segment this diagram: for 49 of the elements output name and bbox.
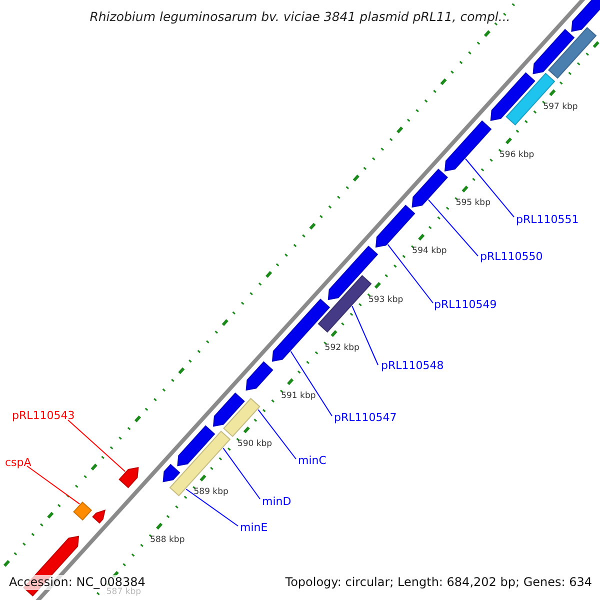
leader-line	[428, 199, 478, 256]
scale-label: 588 kbp	[150, 535, 185, 546]
leader-line	[290, 350, 332, 416]
gene-bar	[169, 430, 231, 496]
gene-label: cspA	[5, 456, 32, 469]
gene-label: pRL110549	[434, 298, 497, 311]
gene-marker	[118, 466, 139, 488]
gene-label: minC	[298, 454, 326, 467]
leader-line	[26, 466, 80, 504]
scale-label: 593 kbp	[368, 294, 404, 304]
scale-label: 591 kbp	[281, 390, 316, 401]
accession-text: Accession: NC_008384	[9, 575, 146, 590]
gene-label: pRL110548	[381, 359, 444, 372]
map-title: Rhizobium leguminosarum bv. viciae 3841 plasmid pRL11, compl...	[88, 9, 512, 24]
leader-line	[68, 420, 126, 472]
scale-label: 590 kbp	[237, 439, 272, 449]
leader-line	[258, 409, 296, 460]
gene-marker	[532, 28, 575, 74]
summary-text: Topology: circular; Length: 684,202 bp; Genes: 634	[285, 575, 592, 590]
scale-label: 595 kbp	[456, 198, 490, 208]
gene-marker	[444, 120, 492, 172]
gene-label: pRL110550	[480, 250, 543, 263]
gene-label: pRL110547	[334, 411, 397, 424]
leader-line	[465, 158, 514, 218]
gene-bar	[73, 502, 92, 521]
gene-label: pRL110543	[12, 409, 75, 422]
gene-label: pRL110551	[516, 213, 579, 226]
gene-marker	[177, 425, 216, 466]
leader-line	[387, 244, 434, 304]
gene-bar	[222, 398, 260, 438]
gene-marker	[92, 509, 106, 524]
leader-line	[186, 488, 238, 526]
gene-label: minD	[262, 495, 292, 508]
scale-label: 594 kbp	[412, 246, 447, 256]
scale-label: 592 kbp	[324, 342, 360, 353]
scale-label: 589 kbp	[194, 487, 228, 498]
gene-bar	[548, 26, 597, 79]
scale-label: 596 kbp	[500, 150, 534, 160]
leader-line	[222, 448, 260, 500]
gene-marker	[490, 72, 536, 121]
scale-label: 597 kbp	[543, 102, 578, 112]
gene-marker	[162, 464, 180, 482]
scale-label: 587 kbp	[106, 587, 142, 597]
gene-label: minE	[240, 521, 268, 534]
gene-marker	[412, 168, 448, 208]
gene-marker	[571, 0, 600, 32]
gene-marker	[246, 361, 274, 391]
gene-marker	[375, 204, 416, 248]
gene-marker	[212, 392, 245, 427]
